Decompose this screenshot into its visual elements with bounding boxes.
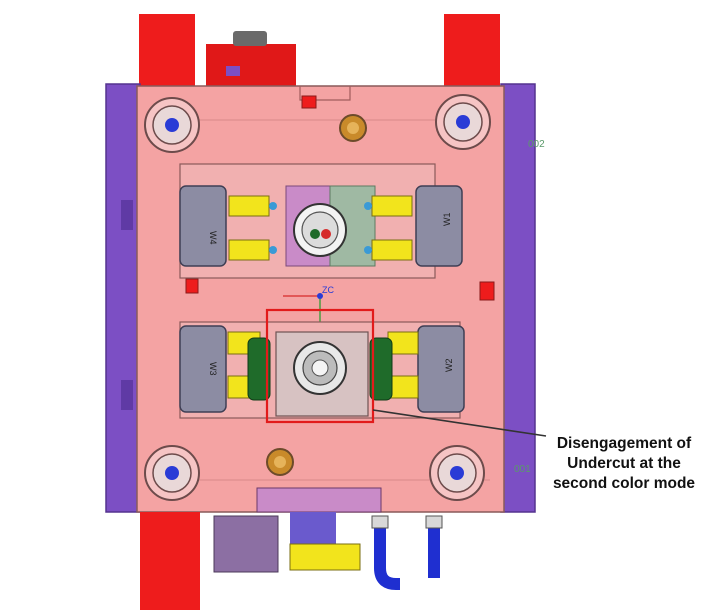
undercut-highlight-box [265,308,375,424]
callout-leader-line [372,409,547,437]
slider-w2: W2 [417,325,465,413]
slider-w3: W3 [179,325,227,413]
slider-w4: W4 [179,185,227,267]
bushing-top-left [144,97,200,153]
slider-w3-label: W3 [208,362,218,376]
top-right-cylinder [444,14,500,86]
bushing-bottom-right [429,445,485,501]
slider-w2-label: W2 [444,359,454,373]
reference-label-bottom: 001 [514,464,531,475]
zc-label: ZC [322,285,334,295]
lower-center-part [293,341,347,395]
slider-w1: W1 [415,185,463,267]
callout-line-1: Disengagement of [556,435,692,452]
top-center-block [206,44,296,86]
top-cylinders [139,14,500,86]
right-side-rail [500,83,536,513]
bottom-components [140,487,443,610]
green-pad-left [247,337,271,401]
bushing-top-right [435,94,491,150]
left-side-rail [105,83,141,513]
corner-bushings [144,94,491,501]
blue-pipe-left [374,522,400,590]
upper-center-part [293,203,347,257]
callout-text: Disengagement of Undercut at the second … [528,434,720,494]
bushing-bottom-left [144,445,200,501]
slider-w4-label: W4 [208,231,218,245]
bronze-pins [266,114,367,476]
callout-line-3: second color mode [552,475,696,492]
top-left-cylinder [139,14,195,86]
top-center-cap [233,31,267,46]
callout-line-2: Undercut at the [567,455,681,472]
reference-label-top: 002 [528,139,545,150]
green-pad-right [369,337,393,401]
slider-w1-label: W1 [442,213,452,227]
